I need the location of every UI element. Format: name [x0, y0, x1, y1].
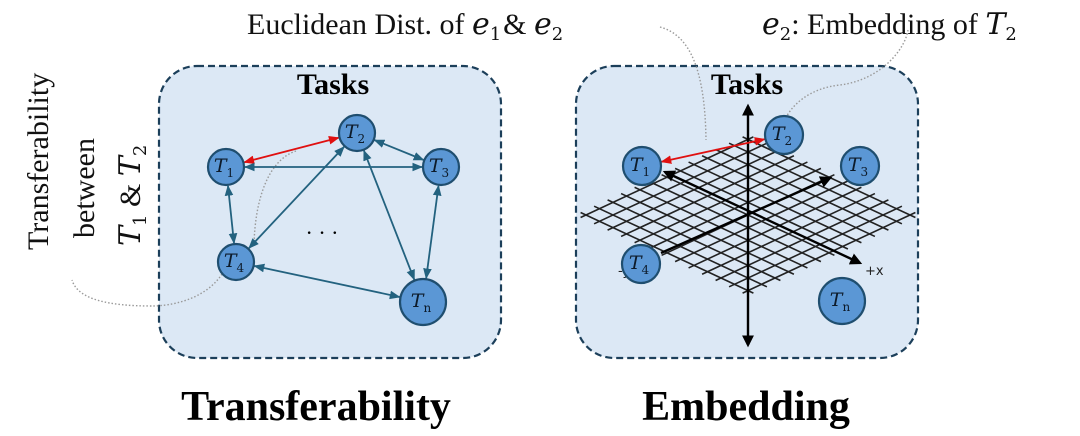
left-edges — [224, 136, 442, 300]
node-circle — [621, 145, 663, 187]
node-label: Tn — [411, 290, 432, 315]
node-label: T1 — [630, 154, 650, 179]
ellipsis: · · · — [306, 220, 339, 245]
leader-line-euclidean — [659, 26, 707, 141]
edge-t3-tn — [423, 184, 442, 280]
node-circle — [839, 145, 881, 187]
node-t2: T2 — [763, 114, 805, 156]
node-circle — [216, 242, 256, 282]
node-t3: T3 — [421, 147, 461, 187]
node-circle — [817, 276, 867, 326]
node-label: T3 — [848, 154, 868, 179]
edge-t1-t2 — [660, 137, 766, 164]
node-circle — [620, 243, 662, 285]
node-label: T4 — [629, 252, 650, 277]
node-circle — [337, 113, 377, 153]
edge-t2-tn — [363, 149, 416, 281]
node-circle — [763, 114, 805, 156]
node-label: Tn — [830, 289, 851, 314]
embedding-label: Embedding — [642, 384, 850, 430]
node-t2: T2 — [337, 113, 377, 153]
node-tn: Tn — [398, 277, 448, 327]
pos-x-axis-label: +x — [865, 264, 884, 279]
node-label: T2 — [772, 123, 792, 148]
node-label: T2 — [345, 121, 365, 146]
node-label: T3 — [429, 155, 449, 180]
node-t1: T1 — [621, 145, 663, 187]
left-panel-title: Tasks — [297, 68, 369, 101]
embedding-of-t2-annotation: e2: Embedding of T2 — [762, 7, 1017, 45]
side-line-2: between — [68, 138, 101, 238]
side-line-1: Transferability — [22, 73, 55, 250]
node-circle — [398, 277, 448, 327]
edge-t4-tn — [253, 263, 401, 300]
node-t1: T1 — [206, 147, 246, 187]
node-t3: T3 — [839, 145, 881, 187]
node-t4: T4 — [620, 243, 662, 285]
left-panel-box — [157, 64, 503, 360]
euclidean-distance-annotation: Euclidean Dist. of e1& e2 — [247, 7, 563, 45]
node-label: T1 — [214, 155, 234, 180]
right-edges — [660, 137, 766, 164]
node-label: T4 — [224, 250, 245, 275]
transferability-between-annotation: Transferability between T1 & T2 — [22, 73, 151, 250]
node-t4: T4 — [216, 242, 256, 282]
transferability-label: Transferability — [181, 384, 451, 430]
node-circle — [421, 147, 461, 187]
node-circle — [206, 147, 246, 187]
edge-t1-t4 — [224, 184, 238, 245]
right-panel-title: Tasks — [711, 68, 783, 101]
edge-t2-t4 — [248, 146, 345, 249]
node-tn: Tn — [817, 276, 867, 326]
side-line-3: T1 & T2 — [113, 145, 151, 246]
x-axis — [662, 170, 863, 265]
